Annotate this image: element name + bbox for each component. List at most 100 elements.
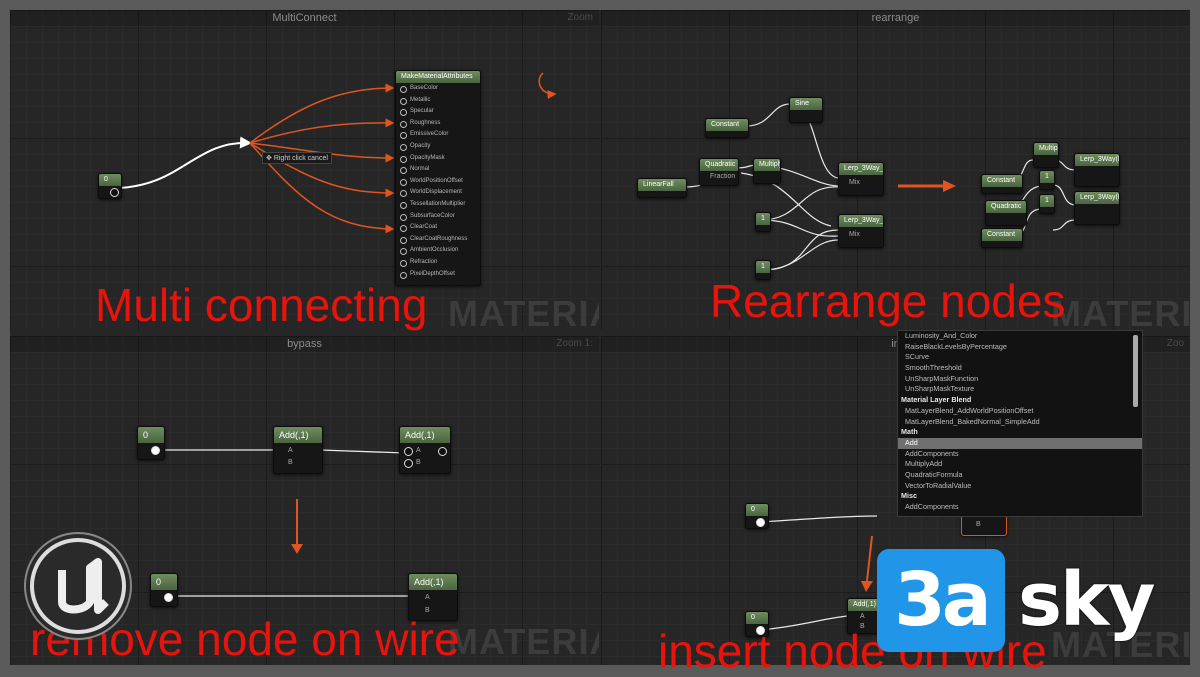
- material-watermark: MATERIAL: [448, 293, 599, 330]
- material-pin[interactable]: WorldDisplacement: [396, 187, 480, 199]
- arranged-node-lerp2[interactable]: Lerp_3Way(Mat): [1074, 191, 1120, 225]
- arranged-node-one-a[interactable]: 1: [1039, 170, 1055, 190]
- material-pin[interactable]: Refraction: [396, 257, 480, 269]
- menu-item[interactable]: Add: [898, 437, 1142, 449]
- material-pin[interactable]: PixelDepthOffset: [396, 269, 480, 281]
- panel-title: MultiConnect: [10, 10, 599, 26]
- menu-item[interactable]: MultiplyAdd: [905, 459, 943, 469]
- caption-rearrange-nodes: Rearrange nodes: [710, 275, 1066, 327]
- tooltip-text: Right click cancel: [273, 155, 328, 162]
- menu-item[interactable]: MatLayerBlend_BakedNormal_SimpleAdd: [905, 416, 1040, 426]
- output-pin[interactable]: [164, 593, 173, 602]
- rearrange-node-constant[interactable]: Constant: [705, 118, 749, 138]
- constant-node[interactable]: 0: [98, 173, 122, 199]
- material-pin[interactable]: BaseColor: [396, 83, 480, 95]
- arranged-node-quadratic[interactable]: Quadratic: [985, 200, 1027, 226]
- pin-b[interactable]: [404, 459, 413, 468]
- bypass-add-node-after[interactable]: Add(,1) A B: [408, 573, 458, 621]
- output-pin[interactable]: [110, 188, 119, 197]
- menu-category[interactable]: Material Layer Blend: [901, 395, 972, 405]
- arranged-node-multiply[interactable]: Multiply: [1033, 142, 1059, 168]
- node-title: Sine: [790, 98, 822, 110]
- bypass-constant-node-after[interactable]: 0: [150, 573, 178, 607]
- panel-title: rearrange: [601, 10, 1190, 26]
- insert-constant-node[interactable]: 0: [745, 503, 769, 529]
- zoom-label: Zoo: [1166, 338, 1184, 349]
- material-pin[interactable]: Normal: [396, 164, 480, 176]
- add-node-title: Add(,1): [400, 427, 450, 443]
- constant-value: 0: [99, 174, 121, 186]
- node-title: Constant: [982, 229, 1022, 241]
- node-title: 1: [756, 261, 770, 273]
- insert-constant-node-after[interactable]: 0: [745, 611, 769, 637]
- pin-a-label: A: [288, 447, 293, 454]
- rearrange-node-lerp2[interactable]: Lerp_3Way_2(Mat)Mix: [838, 214, 884, 248]
- node-title: Constant: [982, 175, 1022, 187]
- output-pin[interactable]: [438, 447, 447, 456]
- menu-item[interactable]: SCurve: [905, 352, 929, 362]
- material-pin[interactable]: EmissiveColor: [396, 129, 480, 141]
- menu-item[interactable]: MatLayerBlend_AddWorldPositionOffset: [905, 405, 1034, 415]
- pin-b-label: B: [288, 459, 293, 466]
- material-pin[interactable]: WorldPositionOffset: [396, 176, 480, 188]
- arranged-node-one-b[interactable]: 1: [1039, 194, 1055, 214]
- rearrange-node-one-a[interactable]: 1: [755, 212, 771, 232]
- pin-a[interactable]: [404, 447, 413, 456]
- material-node-title: MakeMaterialAttributes: [396, 71, 480, 83]
- menu-item[interactable]: RaiseBlackLevelsByPercentage: [905, 341, 1007, 351]
- node-title: Constant: [706, 119, 748, 131]
- menu-item[interactable]: UnSharpMaskTexture: [905, 384, 975, 394]
- menu-item[interactable]: AddComponents: [905, 502, 959, 511]
- constant-value: 0: [138, 427, 164, 443]
- rearrange-node-multiply[interactable]: Multiply: [753, 158, 781, 184]
- rearrange-node-one-b[interactable]: 1: [755, 260, 771, 280]
- add-node-title: Add(,1): [409, 574, 457, 590]
- output-pin[interactable]: [756, 518, 765, 527]
- material-pin[interactable]: TessellationMultiplier: [396, 199, 480, 211]
- material-pin[interactable]: AmbientOcclusion: [396, 245, 480, 257]
- rearrange-node-linear[interactable]: LinearFall: [637, 178, 687, 198]
- arranged-node-lerp1[interactable]: Lerp_3Way(Mat): [1074, 153, 1120, 187]
- node-title: Lerp_3Way(Mat): [1075, 154, 1119, 166]
- material-pin[interactable]: OpacityMask: [396, 153, 480, 165]
- menu-item[interactable]: SmoothThreshold: [905, 363, 962, 373]
- arranged-node-constant[interactable]: Constant: [981, 174, 1023, 194]
- bypass-add-node-removed[interactable]: Add(,1) A B: [273, 426, 323, 474]
- material-pin[interactable]: Roughness: [396, 118, 480, 130]
- constant-value: 0: [746, 504, 768, 516]
- material-pin[interactable]: Metallic: [396, 95, 480, 107]
- menu-category[interactable]: Math: [901, 427, 918, 437]
- node-title: Lerp_3Way(Mat): [1075, 192, 1119, 204]
- rearrange-node-sine[interactable]: Sine: [789, 97, 823, 123]
- output-pin[interactable]: [756, 626, 765, 635]
- material-pin[interactable]: Specular: [396, 106, 480, 118]
- bypass-constant-node[interactable]: 0: [137, 426, 165, 460]
- output-pin[interactable]: [151, 446, 160, 455]
- arranged-node-constant2[interactable]: Constant: [981, 228, 1023, 248]
- menu-category[interactable]: Misc: [901, 491, 917, 501]
- menu-item[interactable]: VectorToRadialValue: [905, 480, 972, 490]
- node-title: Lerp_3Way_2(Mat): [839, 215, 883, 227]
- 3asky-logo-text: sky: [1018, 557, 1155, 643]
- material-pin[interactable]: SubsurfaceColor: [396, 211, 480, 223]
- zoom-label: Zoom: [567, 12, 593, 23]
- menu-item[interactable]: Luminosity_And_Color: [905, 331, 978, 340]
- material-pin[interactable]: ClearCoatRoughness: [396, 234, 480, 246]
- bypass-add-node[interactable]: Add(,1) A B: [399, 426, 451, 474]
- menu-item[interactable]: AddComponents: [905, 448, 959, 458]
- material-pin[interactable]: ClearCoat: [396, 222, 480, 234]
- material-pin[interactable]: Opacity: [396, 141, 480, 153]
- unreal-logo-icon: [30, 538, 126, 634]
- 3asky-logo-badge: 3a: [877, 549, 1005, 652]
- menu-item[interactable]: QuadraticFormula: [905, 469, 963, 479]
- panel-title: bypass: [10, 336, 599, 352]
- rearrange-node-lerp1[interactable]: Lerp_3Way_1(Mat)Mix: [838, 162, 884, 196]
- menu-scrollbar[interactable]: [1133, 335, 1138, 407]
- menu-item[interactable]: UnSharpMaskFunction: [905, 373, 979, 383]
